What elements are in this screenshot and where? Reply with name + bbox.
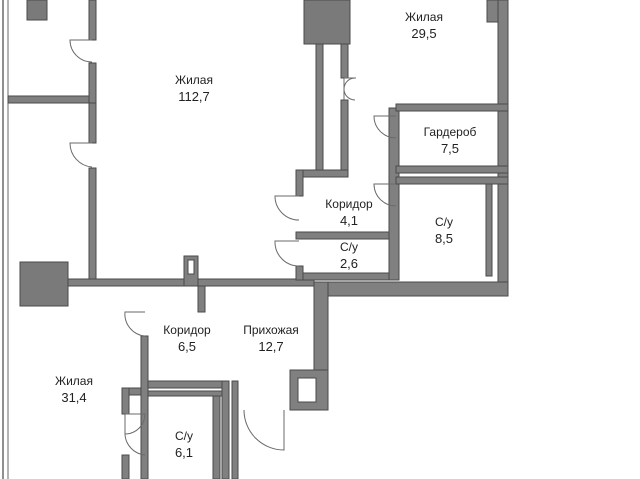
wall-bath-bottom-left2 [121, 454, 130, 479]
room-living-bottom-left-area: 31,4 [61, 390, 86, 405]
door-corridor-upper[interactable] [274, 195, 300, 221]
door-corridor-lower[interactable] [124, 311, 146, 337]
room-labels: Жилая 29,5 Жилая 112,7 Гардероб 7,5 Кори… [55, 10, 477, 460]
walls [2, 0, 509, 479]
room-bathroom-large-label: С/у [435, 215, 453, 229]
wall-bath-bottom-right [212, 395, 221, 479]
room-corridor-upper-label: Коридор [325, 197, 373, 211]
wall-bath-small-left [295, 265, 304, 281]
wall-corridor-lower-h [147, 380, 223, 389]
room-bathroom-bottom-label: С/у [175, 429, 193, 443]
room-corridor-upper-area: 4,1 [340, 213, 358, 228]
door-wardrobe[interactable] [373, 115, 397, 139]
door-left-room-mid[interactable] [69, 142, 93, 168]
wall-wardrobe-bottom [395, 165, 509, 174]
door-bathroom-small[interactable] [274, 240, 300, 267]
wall-corridor-right-v [388, 107, 400, 281]
door-bathroom-bottom[interactable] [124, 413, 146, 435]
room-bathroom-large-area: 8,5 [435, 231, 453, 246]
wall-left-h1 [7, 95, 97, 104]
wall-bath-top [395, 176, 509, 185]
wall-shaft-corridor-right2 [340, 99, 349, 171]
wall-left-v1 [88, 62, 97, 104]
wall-wardrobe-top [395, 103, 509, 112]
wall-right-bottom [313, 281, 509, 297]
room-bathroom-small-label: С/у [340, 240, 358, 254]
room-corridor-lower-label: Коридор [163, 323, 211, 337]
room-living-large-area: 112,7 [178, 89, 210, 104]
room-hallway-label: Прихожая [243, 323, 299, 337]
room-living-top-right-label: Жилая [405, 10, 443, 24]
room-living-large-label: Жилая [175, 73, 213, 87]
wall-corridor-lower-right [221, 380, 230, 479]
room-living-top-right-area: 29,5 [411, 26, 436, 41]
wall-bath-inner-right [485, 183, 493, 277]
wall-right-notch [486, 0, 499, 23]
room-corridor-lower-area: 6,5 [178, 339, 196, 354]
wall-top-left-vertical [88, 0, 97, 41]
room-bathroom-bottom-area: 6,1 [175, 445, 193, 460]
doors [69, 39, 397, 456]
shaft-left [19, 261, 69, 307]
wall-corridor-left [295, 169, 304, 197]
wall-corridor-lower-right2 [231, 380, 239, 479]
door-top-left-room[interactable] [69, 39, 93, 63]
door-bathroom-large[interactable] [373, 183, 397, 207]
wall-bath-bottom-left [121, 387, 130, 415]
wall-left-v2 [88, 102, 97, 144]
wall-mid-horizontal [67, 278, 199, 287]
wall-left-v3 [88, 167, 97, 281]
wall-shaft-corridor-right [340, 43, 349, 79]
room-bathroom-small-area: 2,6 [340, 256, 358, 271]
wall-right-outer [497, 0, 509, 297]
door-bathroom-bottom-swing[interactable] [124, 433, 146, 456]
wall-corridor-lower-h2 [147, 390, 223, 397]
wall-entrance-box [289, 369, 329, 411]
room-living-bottom-left-label: Жилая [55, 374, 93, 388]
room-hallway-area: 12,7 [258, 339, 283, 354]
wall-bath-bottom-top [128, 387, 142, 396]
shaft-top-left [26, 0, 48, 21]
wall-entrance-box-inner [297, 377, 317, 403]
wall-corridor-bottom [295, 231, 397, 240]
room-wardrobe-label: Гардероб [424, 125, 477, 139]
wall-post-inner [187, 259, 195, 275]
wall-corridor-lower-left [140, 335, 149, 479]
door-entrance[interactable] [243, 409, 285, 451]
wall-lower-v [197, 285, 206, 313]
wall-shaft-corridor-left [315, 43, 324, 171]
door-shaft-corridor[interactable] [343, 77, 356, 101]
shaft-top-center [303, 0, 351, 45]
wall-bath-small-bottom [295, 272, 397, 281]
wall-corridor-top [295, 169, 349, 178]
room-wardrobe-area: 7,5 [441, 141, 459, 156]
